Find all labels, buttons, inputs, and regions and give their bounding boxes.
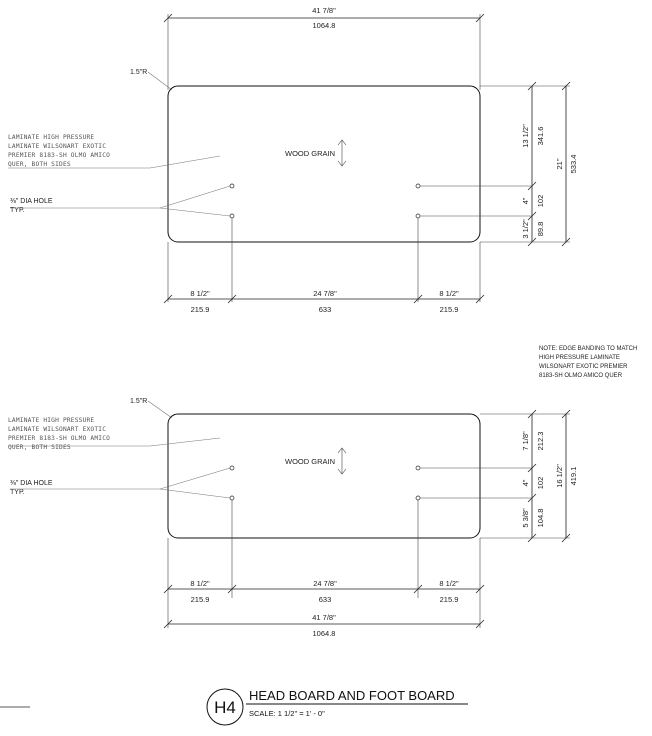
top-panel-outline <box>167 85 481 243</box>
bottom-material-note-line-2: LAMINATE WILSONART EXOTIC <box>8 426 106 433</box>
bottom-panel: 1.5"R LAMINATE HIGH PRESSURE LAMINATE WI… <box>8 398 578 638</box>
top-seg1-mm: 341.6 <box>536 127 545 146</box>
bottom-bottom-mid-in: 24 7/8" <box>313 579 337 588</box>
bottom-hole-note-line-2: TYP. <box>10 489 25 496</box>
bottom-panel-outline <box>167 413 481 539</box>
edge-note-line-1: NOTE: EDGE BANDING TO MATCH <box>539 346 637 352</box>
bottom-right-dimensions: 7 1/8" 212.3 4" 102 5 3/8" 104.8 16 1/2"… <box>480 409 578 543</box>
top-hole-upper-left <box>229 183 235 189</box>
top-seg2-in: 4" <box>521 197 530 204</box>
top-bottom-mid-mm: 633 <box>319 305 332 314</box>
bottom-seg1-in: 7 1/8" <box>521 431 530 451</box>
drawing-tag-bubble <box>206 688 244 726</box>
top-right-dimensions: 13 1/2" 341.6 4" 102 3 1/2" 89.8 21" 533… <box>480 81 578 247</box>
top-bottom-dimensions: 8 1/2" 215.9 24 7/8" 633 8 1/2" 215.9 <box>163 289 485 314</box>
bottom-seg3-in: 5 3/8" <box>521 508 530 528</box>
edge-note-line-4: 8183-SH OLMO AMICO QUER <box>539 373 623 379</box>
bottom-seg2-mm: 102 <box>536 477 545 490</box>
top-wood-grain-label: WOOD GRAIN <box>285 149 335 158</box>
top-material-note-line-3: PREMIER 8183-SH OLMO AMICO <box>8 152 110 159</box>
top-bottom-right-mm: 215.9 <box>440 305 459 314</box>
bottom-overall-width-mm: 1064.8 <box>313 629 336 638</box>
bottom-bottom-right-mm: 215.9 <box>440 595 459 604</box>
bottom-hole-lower-right <box>415 495 421 501</box>
top-material-note-line-4: QUER, BOTH SIDES <box>8 161 71 168</box>
top-overall-width-dimension: 41 7/8" 1064.8 <box>163 6 485 90</box>
bottom-wood-grain: WOOD GRAIN <box>285 447 347 475</box>
drawing-scale: SCALE: 1 1/2" = 1' - 0" <box>249 709 325 718</box>
top-seg3-in: 3 1/2" <box>521 219 530 239</box>
bottom-hole-upper-right <box>415 465 421 471</box>
bottom-bottom-dimensions: 8 1/2" 215.9 24 7/8" 633 8 1/2" 215.9 <box>163 579 485 604</box>
bottom-bottom-right-in: 8 1/2" <box>439 579 459 588</box>
grain-direction-icon <box>337 447 347 475</box>
top-bottom-left-mm: 215.9 <box>191 305 210 314</box>
top-overall-width-in: 41 7/8" <box>312 6 336 15</box>
bottom-hole-note: ⅜" DIA HOLE TYP. <box>10 467 231 499</box>
top-hole-lower-left <box>229 213 235 219</box>
bottom-seg1-mm: 212.3 <box>536 432 545 451</box>
bottom-radius-label: 1.5"R <box>130 398 147 405</box>
top-overall-width-mm: 1064.8 <box>313 21 336 30</box>
bottom-hole-note-line-1: ⅜" DIA HOLE <box>10 480 53 487</box>
bottom-material-note-line-3: PREMIER 8183-SH OLMO AMICO <box>8 435 110 442</box>
top-hole-upper-right <box>415 183 421 189</box>
top-radius-label: 1.5"R <box>130 69 147 76</box>
bottom-seg2-in: 4" <box>521 479 530 486</box>
top-total-in: 21" <box>555 158 564 169</box>
top-bottom-left-in: 8 1/2" <box>190 289 210 298</box>
bottom-material-note-line-1: LAMINATE HIGH PRESSURE <box>8 417 94 424</box>
bottom-overall-width-dimension: 41 7/8" 1064.8 <box>163 613 485 638</box>
bottom-bottom-left-mm: 215.9 <box>191 595 210 604</box>
top-hole-note: ⅜" DIA HOLE TYP. <box>10 185 231 217</box>
top-total-mm: 533.4 <box>569 155 578 174</box>
edge-note-line-3: WILSONART EXOTIC PREMIER <box>539 364 628 370</box>
top-bottom-right-in: 8 1/2" <box>439 289 459 298</box>
bottom-material-note-line-4: QUER, BOTH SIDES <box>8 444 71 451</box>
grain-direction-icon <box>337 139 347 167</box>
bottom-material-note: LAMINATE HIGH PRESSURE LAMINATE WILSONAR… <box>8 417 221 451</box>
bottom-total-in: 16 1/2" <box>555 464 564 488</box>
top-hole-note-line-1: ⅜" DIA HOLE <box>10 198 53 205</box>
top-panel: 41 7/8" 1064.8 1.5"R LAMINATE HIGH PRESS… <box>8 6 578 314</box>
top-hole-lower-right <box>415 213 421 219</box>
drawing-title: HEAD BOARD AND FOOT BOARD <box>249 688 455 703</box>
top-seg3-mm: 89.8 <box>536 222 545 237</box>
bottom-hole-lower-left <box>229 495 235 501</box>
bottom-wood-grain-label: WOOD GRAIN <box>285 457 335 466</box>
bottom-seg3-mm: 104.8 <box>536 509 545 528</box>
bottom-bottom-left-in: 8 1/2" <box>190 579 210 588</box>
top-bottom-mid-in: 24 7/8" <box>313 289 337 298</box>
top-seg1-in: 13 1/2" <box>521 124 530 148</box>
title-block: H4 HEAD BOARD AND FOOT BOARD SCALE: 1 1/… <box>0 688 468 726</box>
edge-note-line-2: HIGH PRESSURE LAMINATE <box>539 355 620 361</box>
top-seg2-mm: 102 <box>536 195 545 208</box>
top-hole-note-line-2: TYP. <box>10 207 25 214</box>
top-material-note-line-2: LAMINATE WILSONART EXOTIC <box>8 143 106 150</box>
top-material-note: LAMINATE HIGH PRESSURE LAMINATE WILSONAR… <box>8 134 221 169</box>
bottom-total-mm: 419.1 <box>569 467 578 486</box>
drawing-tag: H4 <box>214 698 236 717</box>
bottom-bottom-mid-mm: 633 <box>319 595 332 604</box>
bottom-hole-upper-left <box>229 465 235 471</box>
edge-banding-note: NOTE: EDGE BANDING TO MATCH HIGH PRESSUR… <box>539 346 637 379</box>
top-material-note-line-1: LAMINATE HIGH PRESSURE <box>8 134 94 141</box>
top-wood-grain: WOOD GRAIN <box>285 139 347 167</box>
bottom-overall-width-in: 41 7/8" <box>312 613 336 622</box>
